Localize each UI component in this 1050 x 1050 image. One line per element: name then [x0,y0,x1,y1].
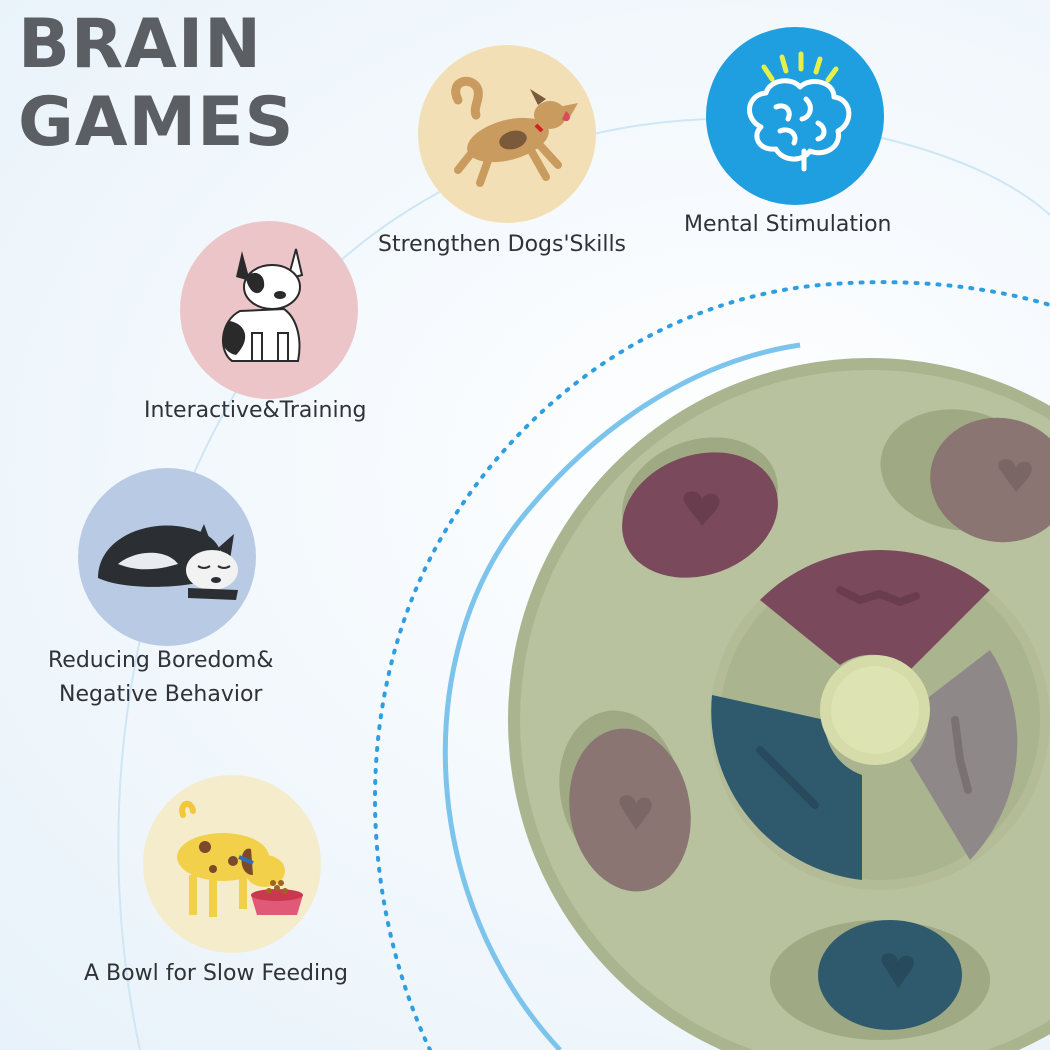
feature-circle-mental-stimulation [706,27,884,205]
feature-circle-reducing-boredom [78,468,256,646]
brain-icon [747,51,852,172]
feature-label-strengthen-skills: Strengthen Dogs'Skills [378,232,627,257]
feature-label-interactive-training: Interactive&Training [144,398,367,423]
feature-label-reducing-boredom: Reducing Boredom& Negative Behavior [48,644,274,712]
feature-label-slow-feeding: A Bowl for Slow Feeding [84,961,348,986]
feature-label-reducing-boredom-line2: Negative Behavior [59,682,263,707]
playful-dog-icon [451,76,578,187]
feature-label-mental-stimulation: Mental Stimulation [684,212,892,237]
feature-label-reducing-boredom-line1: Reducing Boredom& [48,648,274,673]
feature-circle-strengthen-skills [418,45,596,223]
feature-circle-interactive-training [180,221,358,399]
french-bulldog-icon [221,248,304,362]
feature-circle-slow-feeding [143,775,321,953]
sleeping-dog-icon [98,524,238,600]
title-line-1: BRAIN [18,5,263,84]
title-line-2: GAMES [18,83,295,162]
page-title: BRAIN GAMES [18,6,295,162]
dog-eating-bowl-icon [177,800,303,917]
